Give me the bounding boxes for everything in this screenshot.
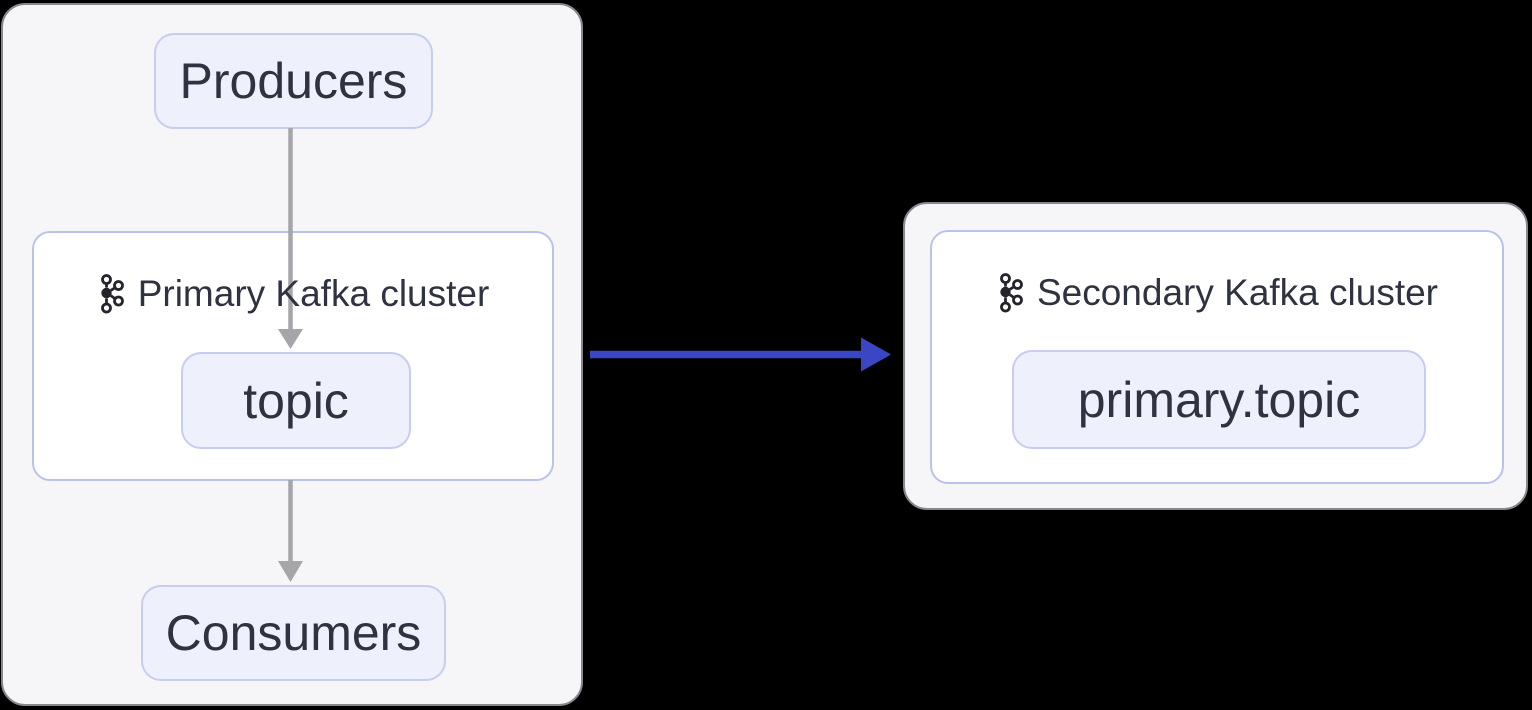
edge-primary-to-secondary — [590, 337, 891, 372]
topic-node: topic — [181, 352, 411, 449]
secondary-cluster-box: Secondary Kafka cluster primary.topic — [930, 230, 1504, 484]
consumers-label: Consumers — [165, 605, 422, 661]
topic-label: topic — [243, 372, 349, 429]
primary-cluster-box: Primary Kafka cluster topic — [32, 231, 554, 481]
mirrored-topic-node: primary.topic — [1012, 350, 1426, 449]
secondary-cluster-label: Secondary Kafka cluster — [1036, 272, 1439, 313]
primary-cluster-label: Primary Kafka cluster — [137, 273, 490, 314]
secondary-cluster-header: Secondary Kafka cluster — [932, 272, 1502, 314]
kafka-icon — [1000, 273, 1023, 313]
secondary-cluster-panel: Secondary Kafka cluster primary.topic — [903, 202, 1528, 510]
producers-node: Producers — [154, 33, 433, 129]
consumers-node: Consumers — [141, 585, 446, 681]
producers-label: Producers — [179, 53, 408, 109]
primary-cluster-panel: Producers Primary Kafka cluster to — [1, 3, 583, 706]
kafka-icon — [100, 274, 124, 314]
primary-cluster-header: Primary Kafka cluster — [34, 273, 552, 315]
mirrored-topic-label: primary.topic — [1077, 371, 1361, 428]
